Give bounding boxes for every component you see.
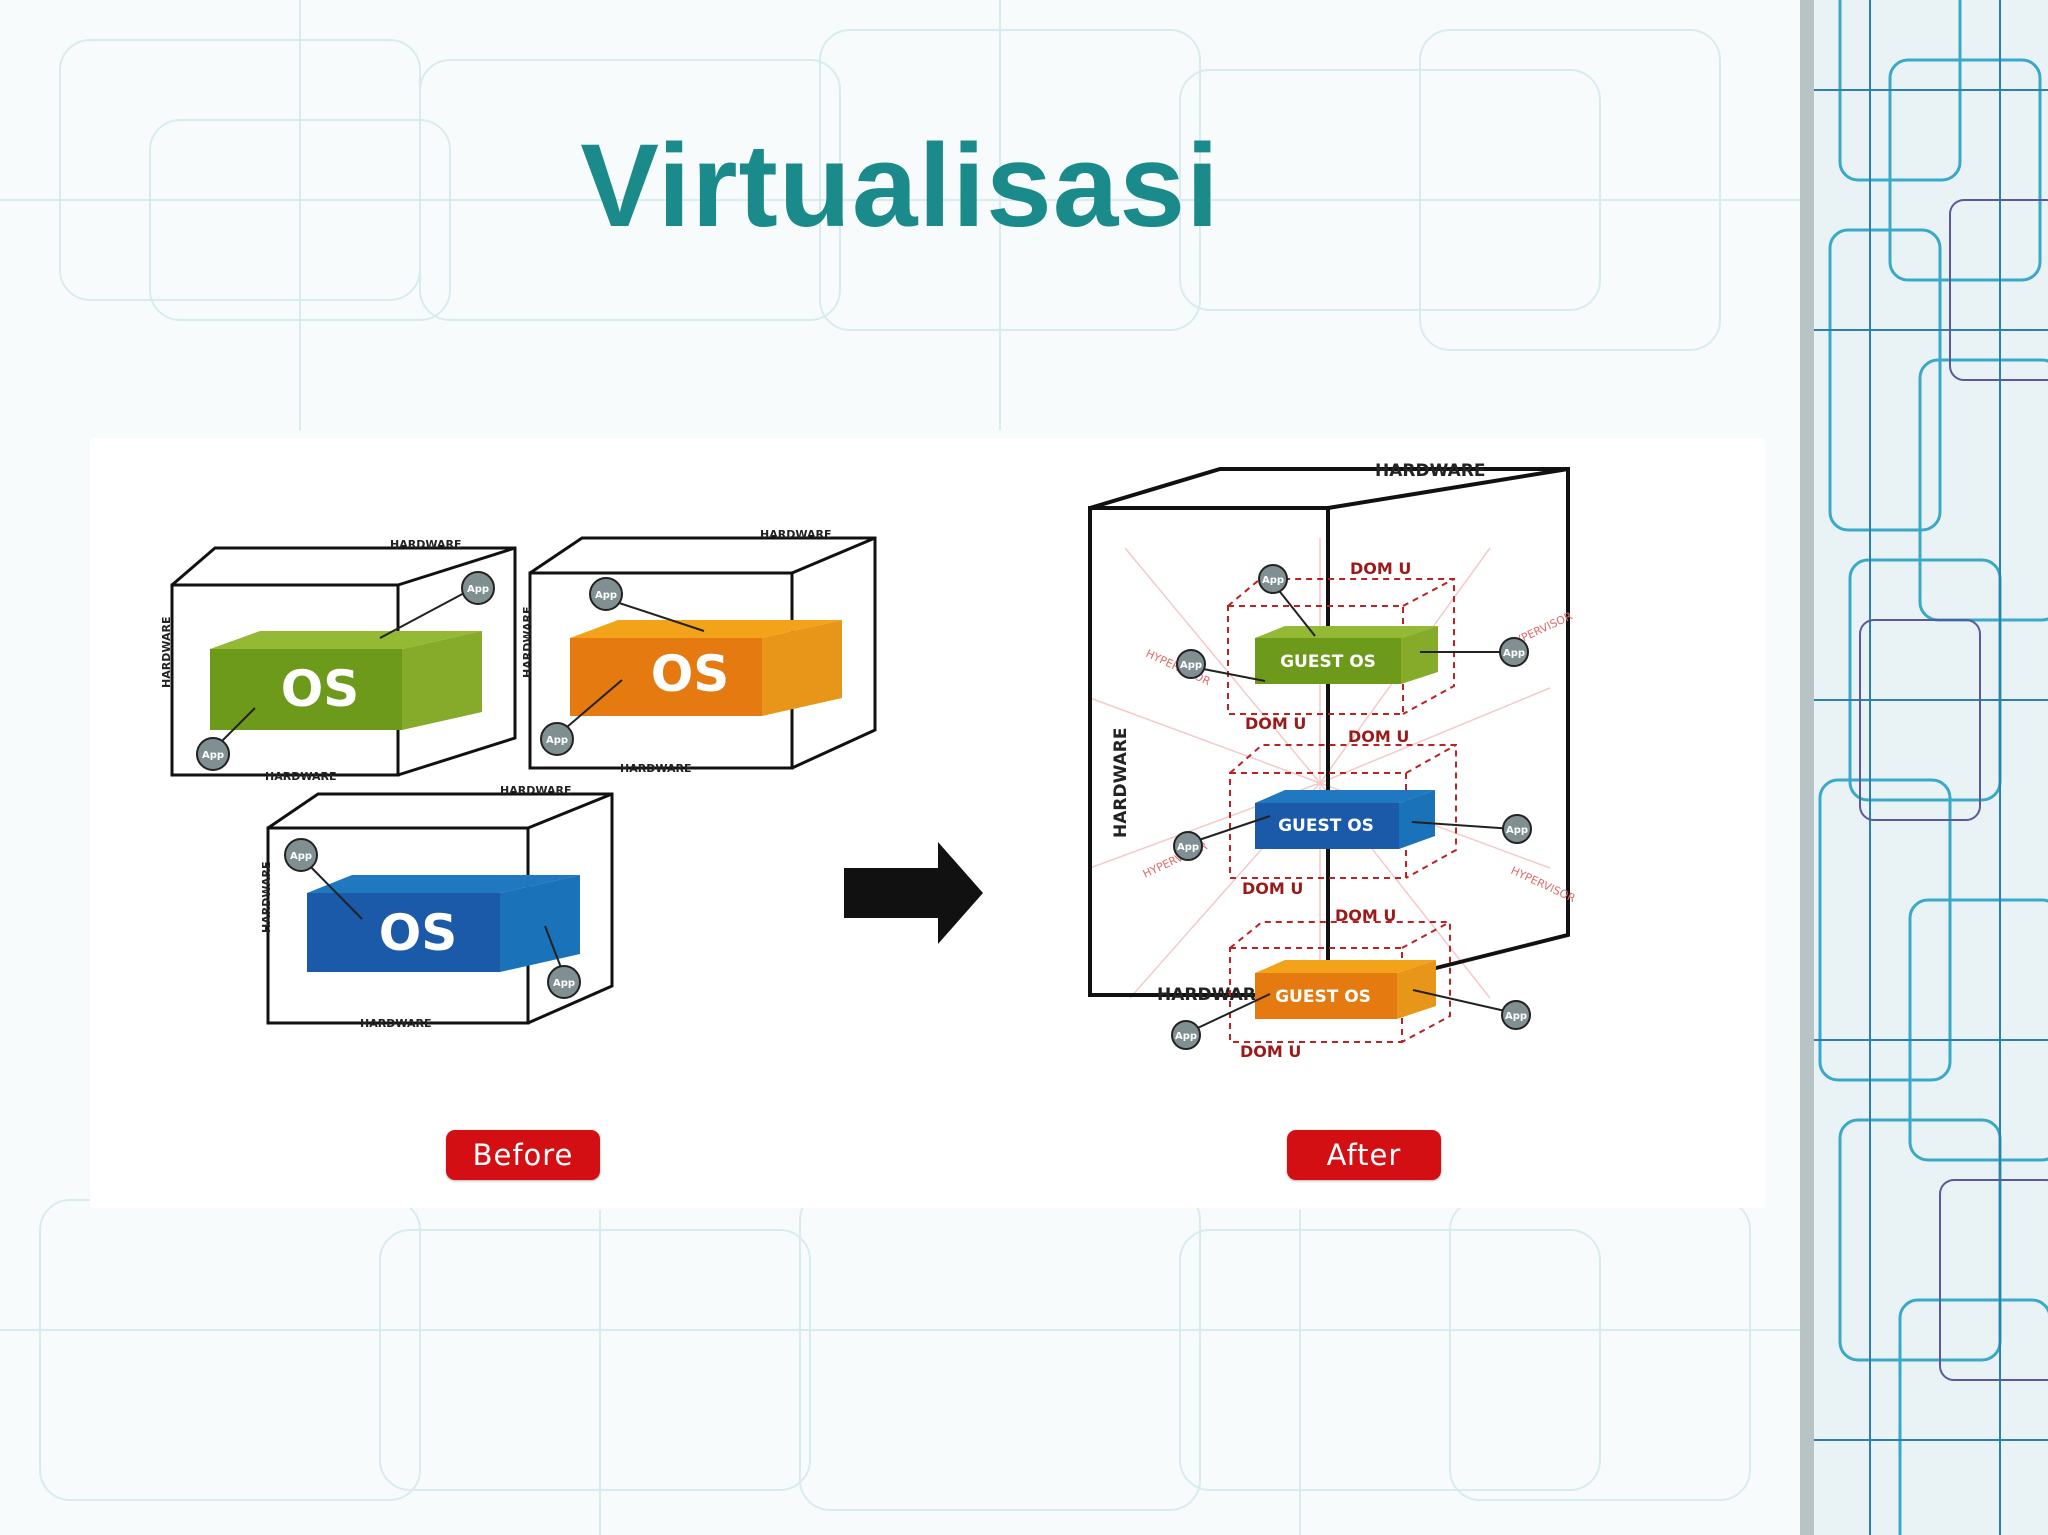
after-label: After bbox=[1287, 1130, 1441, 1180]
app-icon bbox=[547, 965, 581, 999]
app-icon bbox=[589, 577, 623, 611]
app-label: App bbox=[290, 851, 312, 862]
dom-u-label: DOM U bbox=[1350, 559, 1411, 578]
app-label: App bbox=[553, 978, 575, 989]
app-label: App bbox=[1505, 1011, 1527, 1022]
hardware-label: HARDWARE bbox=[1375, 461, 1485, 481]
before-label: Before bbox=[446, 1130, 600, 1180]
guest-os-label: GUEST OS bbox=[1278, 816, 1374, 836]
hardware-label: HARDWARE bbox=[360, 1017, 431, 1030]
guest-os-green: GUEST OS DOM U DOM U App App App bbox=[1176, 559, 1529, 733]
hardware-label: HARDWARE bbox=[265, 770, 336, 783]
app-label: App bbox=[1503, 648, 1525, 659]
os-label-orange: OS bbox=[651, 645, 730, 703]
app-icon bbox=[1176, 649, 1206, 679]
app-label: App bbox=[546, 735, 568, 746]
after-virtualized-server: HARDWARE HARDWARE HARDWARE HYPERVISOR HY… bbox=[1088, 461, 1578, 1061]
hardware-label: HARDWARE bbox=[1111, 728, 1131, 838]
app-label: App bbox=[1506, 825, 1528, 836]
app-icon bbox=[1501, 1000, 1531, 1030]
dom-u-label: DOM U bbox=[1348, 727, 1409, 746]
dom-u-label: DOM U bbox=[1242, 879, 1303, 898]
app-label: App bbox=[595, 590, 617, 601]
app-label: App bbox=[1175, 1031, 1197, 1042]
app-icon bbox=[1499, 637, 1529, 667]
app-icon bbox=[540, 722, 574, 756]
hardware-label: HARDWARE bbox=[1157, 985, 1267, 1005]
app-label: App bbox=[202, 750, 224, 761]
guest-os-label: GUEST OS bbox=[1280, 652, 1376, 672]
guest-os-label: GUEST OS bbox=[1275, 987, 1371, 1007]
app-icon bbox=[196, 737, 230, 771]
diagram-panel bbox=[90, 438, 1765, 1208]
app-icon bbox=[1171, 1020, 1201, 1050]
arrow-right-icon bbox=[844, 842, 983, 944]
dom-u-label: DOM U bbox=[1245, 714, 1306, 733]
dom-u-label: DOM U bbox=[1240, 1042, 1301, 1061]
dom-u-label: DOM U bbox=[1335, 906, 1396, 925]
before-server-green: OS HARDWARE HARDWARE HARDWARE App App bbox=[160, 538, 517, 783]
app-label: App bbox=[1177, 842, 1199, 853]
app-label: App bbox=[467, 584, 489, 595]
slide-title: Virtualisasi bbox=[580, 120, 1220, 252]
virtualization-diagram: OS HARDWARE HARDWARE HARDWARE App App OS… bbox=[160, 461, 1578, 1061]
hardware-label: HARDWARE bbox=[500, 784, 571, 797]
app-label: App bbox=[1180, 660, 1202, 671]
hardware-label: HARDWARE bbox=[390, 538, 461, 551]
decorative-side-strip bbox=[1800, 0, 2048, 1535]
app-icon bbox=[1502, 814, 1532, 844]
hardware-label: HARDWARE bbox=[620, 762, 691, 775]
app-label: App bbox=[1262, 575, 1284, 586]
os-label-blue: OS bbox=[379, 904, 458, 962]
hardware-label: HARDWARE bbox=[760, 528, 831, 541]
app-icon bbox=[1258, 564, 1288, 594]
os-label-green: OS bbox=[281, 660, 360, 718]
guest-os-orange: GUEST OS DOM U DOM U App App bbox=[1171, 906, 1531, 1061]
app-icon bbox=[284, 838, 318, 872]
app-icon bbox=[1173, 831, 1203, 861]
before-server-blue: OS HARDWARE HARDWARE HARDWARE App App bbox=[260, 784, 614, 1030]
hardware-label: HARDWARE bbox=[160, 617, 173, 688]
hardware-label: HARDWARE bbox=[521, 607, 534, 678]
guest-os-blue: GUEST OS DOM U DOM U App App bbox=[1173, 727, 1532, 898]
before-server-orange: OS HARDWARE HARDWARE HARDWARE App App bbox=[521, 528, 877, 775]
hardware-label: HARDWARE bbox=[260, 862, 273, 933]
app-icon bbox=[461, 571, 495, 605]
